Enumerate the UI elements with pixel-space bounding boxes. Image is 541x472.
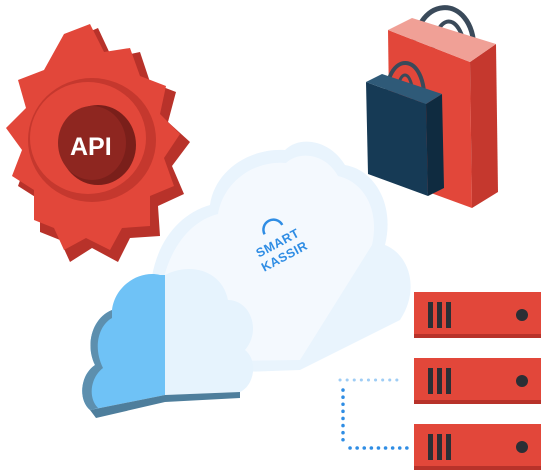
brand-arc-icon [262,218,284,235]
server-slot [428,434,433,460]
red-bag-side [470,44,498,208]
server-rack-icon [414,292,541,470]
server-unit [414,292,541,338]
server-slot [446,434,451,460]
server-slot [437,302,442,328]
server-unit [414,424,541,470]
server-edge [414,334,541,338]
gear-label: API [70,133,112,161]
cloud-front-right [165,268,254,395]
server-led [516,375,528,387]
server-slot [446,368,451,394]
server-led [516,309,528,321]
navy-bag-front [366,82,428,196]
server-edge [414,466,541,470]
navy-bag-top [366,74,442,104]
shopping-bags-icon [366,5,498,208]
dotted-connector [338,378,414,450]
server-slot [428,302,433,328]
server-slot [428,368,433,394]
cloud-front-left [82,274,165,410]
cloud-icon [82,141,411,418]
server-slot [446,302,451,328]
cloud-front-bottom [90,392,240,418]
server-edge [414,400,541,404]
server-led [516,441,528,453]
server-slot [437,434,442,460]
server-slot [437,368,442,394]
cloud-front-edge [82,310,112,410]
red-bag-top [388,18,496,62]
gear-icon: API [6,24,190,262]
server-unit [414,358,541,404]
gear-hub-inner [58,106,126,180]
navy-bag-side [426,94,444,196]
